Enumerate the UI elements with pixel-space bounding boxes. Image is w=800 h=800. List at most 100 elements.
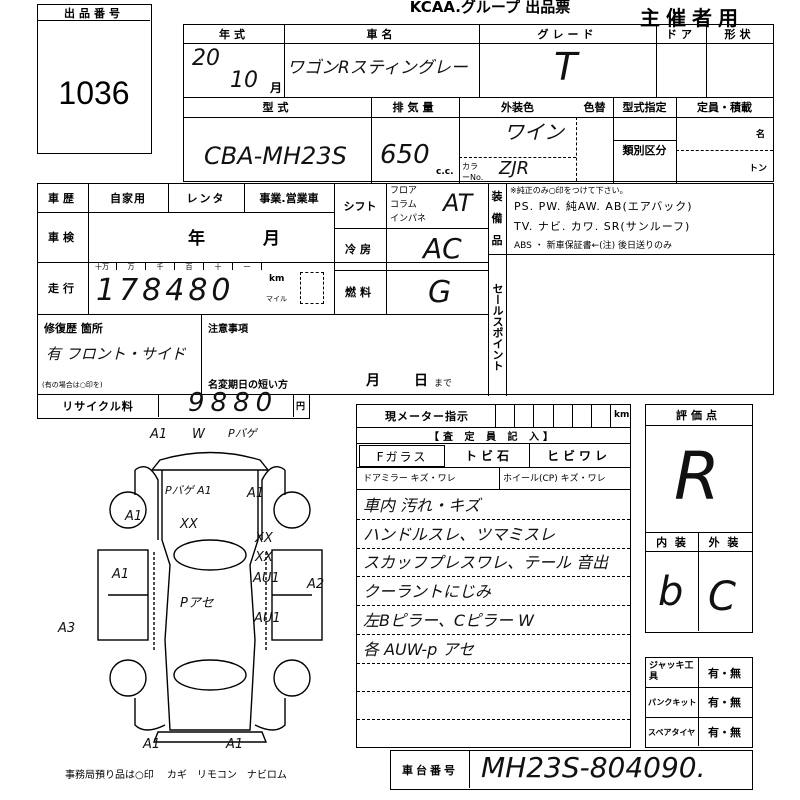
repair-note: (有の場合は○印を) — [42, 381, 103, 389]
aircon-value: AC — [423, 232, 462, 265]
front-right-wheel — [273, 491, 311, 529]
equipment-line-1: PS. PW. 純AW. AB(エアバック) — [514, 200, 693, 213]
exterior-score: C — [708, 574, 736, 620]
accessory-value[interactable]: 有・無 — [708, 725, 741, 739]
unit-check-box[interactable] — [300, 272, 324, 304]
history-rental[interactable]: レンタ — [186, 192, 226, 205]
meter-label: 現メーター指示 — [385, 410, 469, 423]
details-table: 車歴 自家用 レンタ 事業.営業車 車検 年 月 走行 十万 万 千 百 十 一… — [37, 183, 775, 396]
front-bumper-outline — [150, 451, 270, 471]
accessory-label: パンクキット — [648, 698, 697, 707]
inspector-label: 【査 定 員 記 入】 — [429, 431, 557, 443]
interior-score: b — [658, 569, 684, 615]
damage-mark: A1 — [112, 567, 130, 582]
meter-unit: km — [614, 410, 630, 420]
digit-label: 一 — [233, 262, 262, 271]
equipment-note: ※純正のみ○印をつけて下さい。 — [510, 186, 628, 195]
displacement-value: 650 — [380, 140, 430, 170]
rear-window-outline — [173, 659, 247, 691]
damage-mark: A2 — [307, 577, 325, 592]
color-change-label: 色替 — [583, 101, 606, 114]
accessory-label: ジャッキ工具 — [649, 661, 694, 682]
type-designation-label: 型式指定 — [622, 101, 667, 114]
lot-number: 1036 — [58, 75, 130, 111]
color-value: ワイン — [504, 120, 564, 144]
mileage-label: 走行 — [48, 282, 78, 295]
caution-label: 注意事項 — [208, 324, 248, 335]
windshield-outline — [173, 539, 247, 571]
history-label: 車歴 — [48, 192, 78, 205]
body-outline — [161, 470, 259, 731]
recycle-label: リサイクル料 — [62, 400, 134, 413]
tons-unit: トン — [749, 164, 768, 174]
accessory-label: スペアタイヤ — [648, 728, 696, 737]
damage-mark: A1 — [247, 486, 265, 501]
aircon-label: 冷房 — [345, 243, 375, 256]
score-value: R — [674, 438, 720, 515]
inspection-year-unit: 年 — [188, 229, 205, 249]
accessory-value[interactable]: 有・無 — [708, 696, 741, 709]
damage-mark: AU1 — [253, 571, 280, 586]
digit-label: 十万 — [88, 262, 117, 271]
month-value: 10 — [230, 68, 258, 93]
name-change-until: まで — [434, 379, 453, 389]
persons-unit: 名 — [756, 130, 766, 140]
history-private[interactable]: 自家用 — [110, 192, 146, 205]
shift-value: AT — [443, 189, 473, 217]
shift-floor[interactable]: フロア — [390, 186, 418, 196]
diagram-legend: 事務局預り品は○印 カギ リモコン ナビロム — [65, 770, 287, 781]
rear-left-wheel — [109, 659, 147, 697]
chip-label: トビ石 — [464, 448, 513, 463]
model-label: 型式 — [262, 101, 293, 114]
recycle-box: リサイクル料 9880 円 — [37, 389, 310, 419]
equipment-label: 装備品 — [491, 190, 503, 247]
rear-bumper-outline — [152, 731, 268, 743]
category-label: 類別区分 — [622, 144, 667, 157]
rear-right-wheel — [273, 659, 311, 697]
grade-value: T — [554, 45, 578, 89]
damage-mark: Pバゲ — [228, 427, 257, 440]
damage-mark: XX — [255, 550, 273, 565]
door-label: ドア — [666, 28, 696, 41]
damage-mark: A1 — [125, 509, 143, 524]
vehicle-table: 年式 車名 グレード ドア 形状 20 10 月 ワゴンRスティングレー T 型… — [183, 24, 774, 183]
digit-label: 百 — [175, 262, 204, 271]
interior-label: 内 装 — [656, 535, 688, 549]
mileage-digits: 十万 万 千 百 十 一 — [88, 262, 262, 314]
meter-digits[interactable] — [495, 405, 612, 427]
sheet-title: KCAA.グループ 出品票 — [409, 0, 571, 16]
mile-unit: マイル — [266, 295, 287, 303]
capacity-label: 定員・積載 — [697, 101, 752, 114]
inspector-box: 現メーター指示 km 【査 定 員 記 入】 Fガラス トビ石 ヒビワレ ドアミ… — [356, 404, 631, 748]
left-front-fender — [134, 466, 159, 540]
color-no-label: カラーNo. — [462, 162, 484, 182]
repair-label: 修復歴 箇所 — [44, 322, 103, 335]
equipment-line-3: ABS ・ 新車保証書←(注) 後日送りのみ — [514, 241, 673, 251]
damage-mark: W — [192, 427, 205, 442]
damage-mark: AU1 — [254, 611, 281, 626]
inspector-note: 左Bピラー、Cピラー W — [363, 611, 534, 630]
digit-label: 十 — [204, 262, 233, 271]
fuel-value: G — [428, 275, 452, 310]
accessory-value[interactable]: 有・無 — [708, 666, 741, 680]
car-name-label: 車名 — [366, 28, 397, 41]
history-commercial[interactable]: 事業.営業車 — [259, 192, 319, 205]
right-front-fender — [261, 466, 286, 540]
color-label: 外装色 — [501, 101, 534, 114]
car-name-value: ワゴンRスティングレー — [287, 58, 468, 78]
year-label: 年式 — [219, 28, 249, 41]
shift-instpanel[interactable]: インパネ — [390, 214, 427, 224]
shift-column[interactable]: コラム — [390, 200, 417, 210]
inspector-note: 車内 汚れ・キズ — [363, 496, 481, 515]
damage-mark: Pバゲ A1 — [165, 484, 212, 497]
digit-label: 千 — [146, 262, 175, 271]
score-label: 評価点 — [676, 409, 721, 422]
lot-number-box: 出品番号 1036 — [37, 4, 152, 154]
damage-mark: A1 — [143, 737, 161, 752]
chassis-value: MH23S-804090. — [481, 751, 706, 784]
cc-unit: c.c. — [436, 167, 454, 177]
color-no-value: ZJR — [499, 158, 530, 179]
km-unit: km — [269, 274, 285, 284]
mileage-value: 178480 — [96, 273, 235, 308]
wheel-label: ホイール(CP) キズ・ワレ — [503, 474, 606, 484]
